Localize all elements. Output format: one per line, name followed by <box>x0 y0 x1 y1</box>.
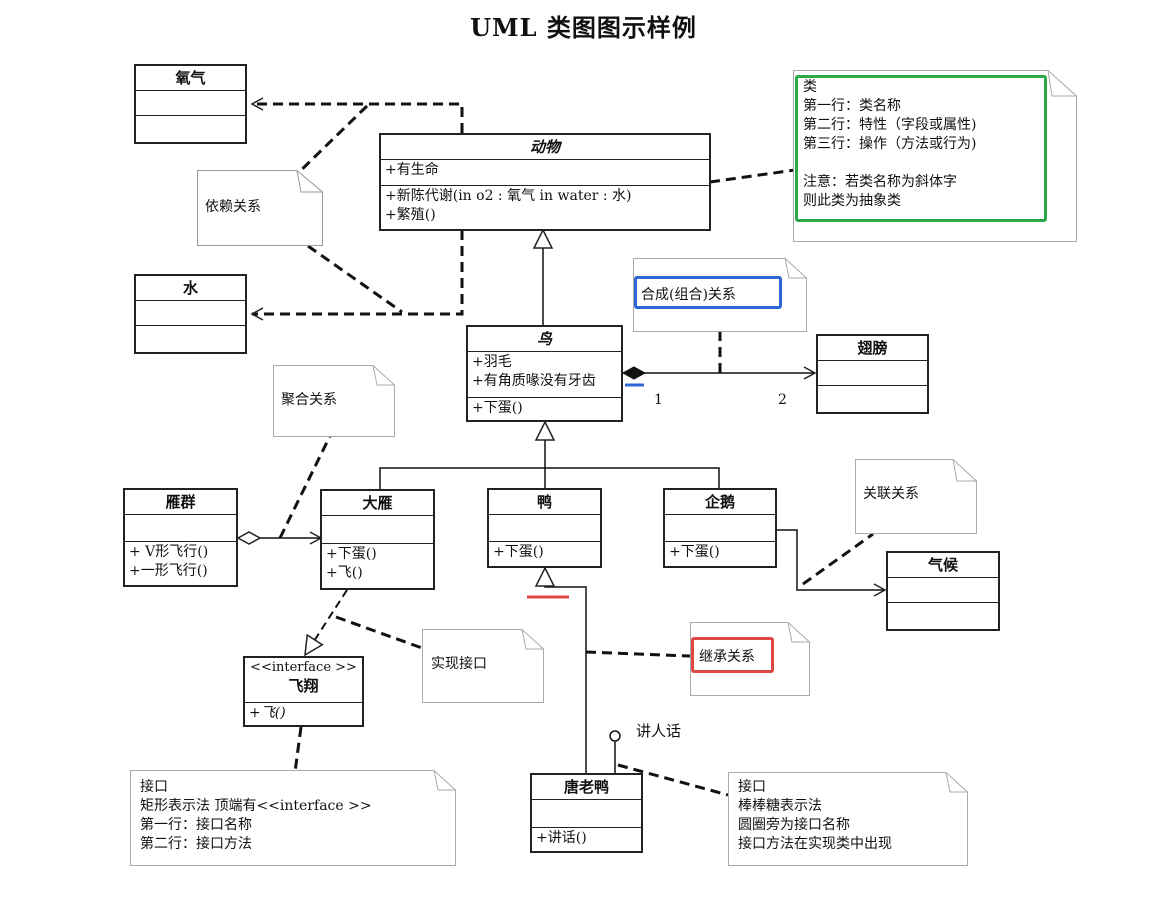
class-wild-goose-name: 大雁 <box>322 491 433 516</box>
interface-lollipop-line-3: 接口方法在实现类中出现 <box>738 836 892 852</box>
class-animal[interactable]: 动物 +有生命 +新陈代谢(in o2 : 氧气 in water : 水) +… <box>379 133 711 231</box>
class-oxygen[interactable]: 氧气 <box>134 64 247 144</box>
goose-flock-op-0: + V形飞行() <box>129 544 209 560</box>
class-note-line-0: 类 <box>803 79 817 95</box>
note-association-text: 关联关系 <box>863 486 919 502</box>
note-inheritance-text: 继承关系 <box>699 649 755 665</box>
note-aggregation-text: 聚合关系 <box>281 392 337 408</box>
animal-op-0: +新陈代谢(in o2 : 氧气 in water : 水) <box>385 188 632 204</box>
class-donald-duck-name: 唐老鸭 <box>532 775 641 800</box>
donald-duck-op-0: +讲话() <box>536 830 587 846</box>
class-oxygen-name: 氧气 <box>136 66 245 91</box>
interface-rect-line-0: 接口 <box>140 779 168 795</box>
note-dependency-text: 依赖关系 <box>205 199 261 215</box>
interface-rect-line-3: 第二行：接口方法 <box>140 836 252 852</box>
note-interface-rect: 接口 矩形表示法 顶端有<<interface >> 第一行：接口名称 第二行：… <box>130 770 456 866</box>
class-wild-goose[interactable]: 大雁 +下蛋() +飞() <box>320 489 435 590</box>
lollipop-circle <box>609 730 621 742</box>
highlight-box-red <box>691 637 774 673</box>
class-donald-duck[interactable]: 唐老鸭 +讲话() <box>530 773 643 853</box>
inheritance-line-donald-duck <box>534 566 587 774</box>
multiplicity-right: 2 <box>778 392 787 408</box>
interface-lollipop-line-2: 圆圈旁为接口名称 <box>738 817 850 833</box>
class-note-line-6: 则此类为抽象类 <box>803 193 901 209</box>
realization-line <box>304 589 348 657</box>
class-wing[interactable]: 翅膀 <box>816 334 929 414</box>
note-realization: 实现接口 <box>422 629 544 703</box>
inheritance-lines-to-bird <box>379 467 720 490</box>
interface-fly-stereotype: <<interface >> <box>250 660 357 675</box>
class-animal-name: 动物 <box>381 135 709 160</box>
class-wing-name: 翅膀 <box>818 336 927 361</box>
note-aggregation: 聚合关系 <box>273 365 395 437</box>
class-note-line-1: 第一行：类名称 <box>803 98 901 114</box>
class-duck[interactable]: 鸭 +下蛋() <box>487 488 602 568</box>
class-climate[interactable]: 气候 <box>886 551 1000 631</box>
interface-rect-line-1: 矩形表示法 顶端有<<interface >> <box>140 798 372 814</box>
dependency-line-water <box>250 230 464 321</box>
animal-op-1: +繁殖() <box>385 207 436 223</box>
highlight-box-blue <box>634 276 782 309</box>
penguin-op-0: +下蛋() <box>669 544 720 560</box>
lollipop-label: 讲人话 <box>636 722 682 740</box>
bird-attr-1: +有角质喙没有牙齿 <box>472 373 596 389</box>
note-realization-text: 实现接口 <box>431 656 487 672</box>
goose-flock-op-1: +一形飞行() <box>129 563 208 579</box>
interface-fly-header: <<interface >> 飞翔 <box>245 658 362 703</box>
association-line <box>776 529 887 597</box>
note-association: 关联关系 <box>855 459 977 534</box>
animal-attr-0: +有生命 <box>385 162 439 178</box>
note-interface-lollipop: 接口 棒棒糖表示法 圆圈旁为接口名称 接口方法在实现类中出现 <box>728 772 968 866</box>
bird-attr-0: +羽毛 <box>472 354 512 370</box>
diagram-title: UML 类图图示样例 <box>470 13 697 42</box>
class-goose-flock[interactable]: 雁群 + V形飞行() +一形飞行() <box>123 488 238 587</box>
class-goose-flock-name: 雁群 <box>125 490 236 515</box>
highlight-box-green <box>795 75 1047 222</box>
interface-rect-line-2: 第一行：接口名称 <box>140 817 252 833</box>
note-class-explanation: 类 第一行：类名称 第二行：特性（字段或属性) 第三行：操作（方法或行为) 注意… <box>793 70 1077 242</box>
class-note-line-3: 第三行：操作（方法或行为) <box>803 136 977 152</box>
class-penguin[interactable]: 企鹅 +下蛋() <box>663 488 777 568</box>
interface-fly-op-0: +飞() <box>249 705 286 721</box>
class-water[interactable]: 水 <box>134 274 247 354</box>
dependency-line-oxygen <box>250 97 464 133</box>
interface-lollipop-line-1: 棒棒糖表示法 <box>738 798 822 814</box>
class-penguin-name: 企鹅 <box>665 490 775 515</box>
note-inheritance: 继承关系 <box>690 622 810 696</box>
class-note-line-2: 第二行：特性（字段或属性) <box>803 117 977 133</box>
class-note-line-5: 注意：若类名称为斜体字 <box>803 174 957 190</box>
interface-fly-name: 飞翔 <box>288 677 319 695</box>
note-dependency: 依赖关系 <box>197 170 323 246</box>
class-climate-name: 气候 <box>888 553 998 578</box>
class-water-name: 水 <box>136 276 245 301</box>
class-bird-name: 鸟 <box>468 327 621 352</box>
class-duck-name: 鸭 <box>489 490 600 515</box>
duck-op-0: +下蛋() <box>493 544 544 560</box>
wild-goose-op-1: +飞() <box>326 565 363 581</box>
class-bird[interactable]: 鸟 +羽毛 +有角质喙没有牙齿 +下蛋() <box>466 325 623 422</box>
wild-goose-op-0: +下蛋() <box>326 546 377 562</box>
interface-fly[interactable]: <<interface >> 飞翔 +飞() <box>243 656 364 727</box>
multiplicity-left: 1 <box>654 392 663 408</box>
bird-op-0: +下蛋() <box>472 400 523 416</box>
note-composition-text: 合成(组合)关系 <box>641 287 736 303</box>
interface-lollipop-line-0: 接口 <box>738 779 766 795</box>
